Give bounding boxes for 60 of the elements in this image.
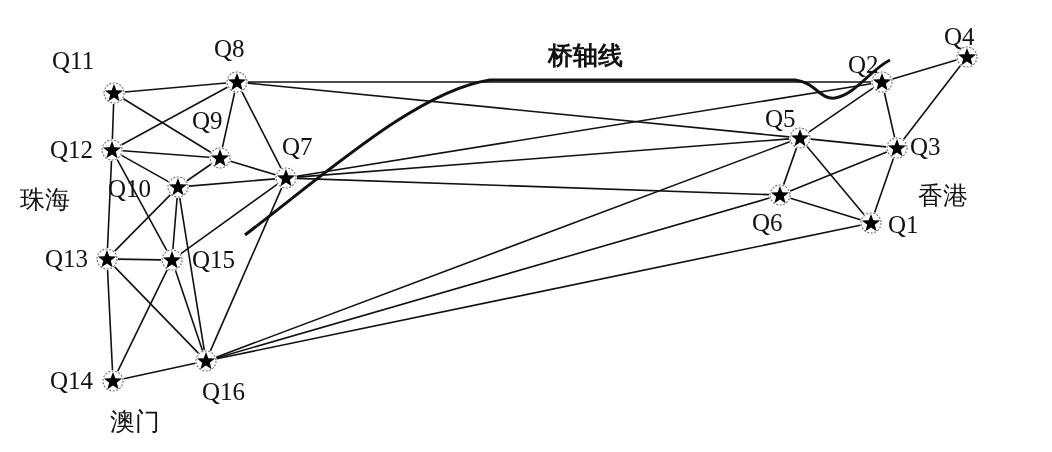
- connector-line: [117, 269, 168, 372]
- connector-line: [215, 224, 862, 360]
- point-label: Q14: [50, 368, 94, 394]
- point-label: Q9: [192, 108, 223, 134]
- connector-line: [808, 87, 874, 133]
- axis-label: 桥轴线: [548, 42, 623, 70]
- point-label: Q2: [848, 52, 879, 78]
- connector-line: [902, 64, 962, 141]
- connector-line: [296, 177, 770, 196]
- connector-line: [247, 82, 790, 138]
- point-label: Q1: [888, 212, 919, 238]
- point-label: Q5: [765, 106, 796, 132]
- connector-line: [180, 183, 278, 255]
- connector-line: [789, 151, 888, 192]
- point-label: Q6: [752, 210, 783, 236]
- connector-line: [106, 160, 113, 249]
- point-label: Q15: [192, 247, 236, 273]
- connector-line: [209, 187, 283, 352]
- connector-line: [122, 362, 197, 380]
- connector-line: [122, 150, 210, 158]
- connector-line: [810, 138, 887, 148]
- connector-line: [113, 194, 172, 252]
- connector-line: [296, 82, 872, 178]
- connector-line: [172, 197, 178, 250]
- connector-line: [174, 269, 204, 352]
- connector-line: [806, 145, 865, 216]
- connector-line: [111, 103, 115, 140]
- region-label: 澳门: [110, 408, 160, 436]
- point-label: Q13: [45, 246, 89, 272]
- connector-line: [117, 258, 162, 261]
- connector-line: [789, 197, 862, 221]
- point-label: Q12: [50, 137, 94, 163]
- point-label: Q4: [944, 24, 975, 50]
- point-label: Q7: [282, 134, 313, 160]
- point-label: Q8: [214, 36, 245, 62]
- connector-line: [120, 86, 229, 146]
- connector-line: [122, 97, 212, 154]
- connector-line: [296, 138, 790, 178]
- connector-line: [188, 178, 276, 187]
- connector-line: [113, 266, 200, 354]
- connector-line: [215, 197, 771, 359]
- region-label: 珠海: [20, 186, 70, 214]
- connector-line: [106, 269, 114, 371]
- connector-line: [215, 141, 791, 358]
- region-label: 香港: [918, 182, 968, 210]
- connector-line: [891, 59, 958, 80]
- connector-line: [221, 91, 236, 149]
- connector-line: [873, 157, 895, 214]
- connector-line: [247, 81, 872, 83]
- connector-line: [124, 82, 227, 93]
- connector-line: [178, 197, 206, 351]
- connector-line: [241, 91, 282, 169]
- point-label: Q3: [910, 134, 941, 160]
- connector-line: [120, 154, 170, 183]
- point-label: Q11: [52, 48, 95, 74]
- point-label: Q16: [202, 379, 246, 405]
- connector-line: [186, 163, 212, 182]
- connector-line: [782, 147, 798, 186]
- connector-line: [883, 91, 896, 139]
- connector-line: [229, 160, 277, 176]
